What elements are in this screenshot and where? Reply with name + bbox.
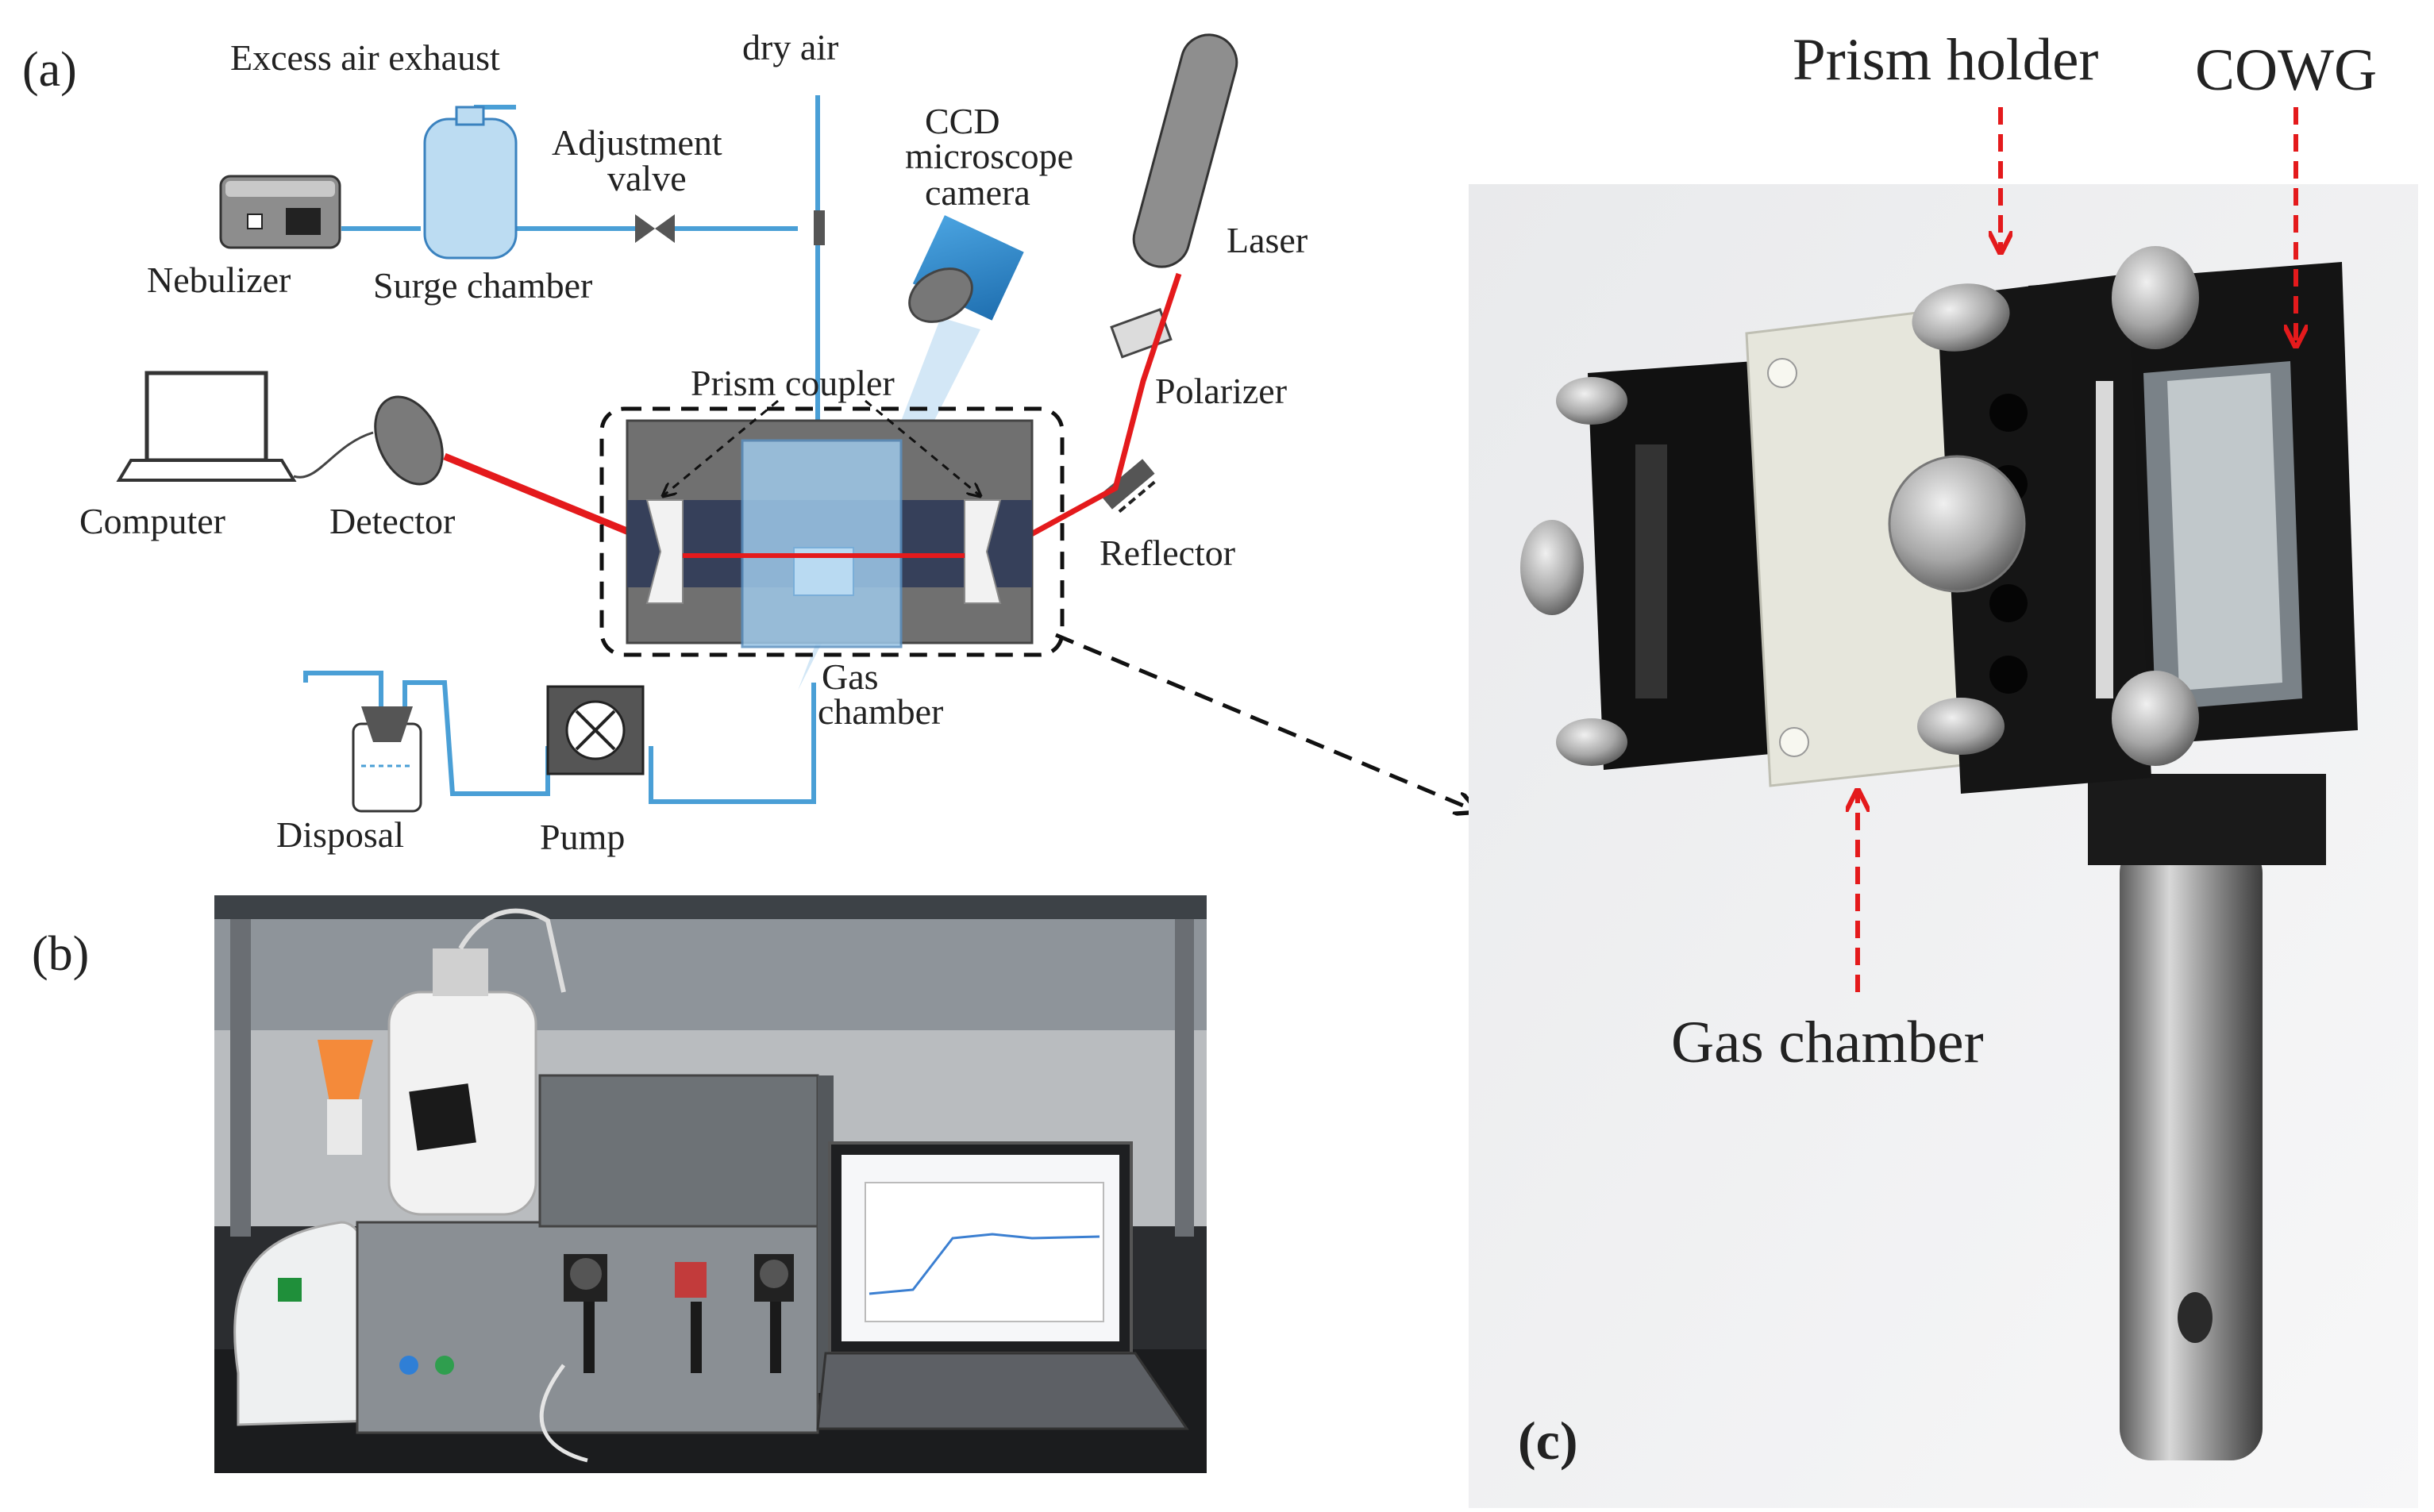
panel-b: (b) xyxy=(32,895,1207,1473)
dry-air-label: dry air xyxy=(742,27,838,67)
valve-icon xyxy=(635,214,675,243)
ccd-label-2: microscope xyxy=(905,136,1073,176)
zoom-arrow-to-panel-c xyxy=(1055,633,1477,811)
detector-icon xyxy=(374,395,444,486)
panel-a: (a) Nebulizer Surge chamber xyxy=(22,27,1477,857)
surge-chamber-label: Surge chamber xyxy=(373,265,592,306)
surge-chamber-icon xyxy=(423,106,518,260)
prism-arrow-left xyxy=(663,399,779,496)
reflector-label: Reflector xyxy=(1100,533,1235,573)
computer-label: Computer xyxy=(79,501,225,541)
housing xyxy=(626,419,1034,648)
adjustment-label-1: Adjustment xyxy=(552,122,722,163)
nebulizer-icon xyxy=(219,175,341,249)
excess-air-label: Excess air exhaust xyxy=(230,37,500,78)
gas-chamber-label: Gas chamber xyxy=(1671,1010,1984,1075)
gas-chamber-label-1: Gas xyxy=(822,656,879,697)
device-photo xyxy=(1469,184,2418,1508)
prism-coupler-label: Prism coupler xyxy=(691,363,895,403)
panel-c: Prism holder COWG Gas chamber (c) xyxy=(1469,27,2418,1508)
disposal-label: Disposal xyxy=(276,814,404,855)
polarizer-label: Polarizer xyxy=(1155,371,1287,411)
setup-photo xyxy=(214,895,1207,1473)
panel-b-tag: (b) xyxy=(32,927,89,981)
prism-holder-label: Prism holder xyxy=(1793,27,2098,93)
ccd-label-1: CCD xyxy=(925,101,1000,141)
ccd-label-3: camera xyxy=(925,172,1030,213)
reflector-icon xyxy=(1100,459,1157,514)
detector-label: Detector xyxy=(329,501,455,541)
gas-chamber-label-2: chamber xyxy=(818,691,943,732)
pump-icon xyxy=(546,685,645,775)
panel-a-tag: (a) xyxy=(22,43,77,97)
laser-label: Laser xyxy=(1227,220,1308,260)
panel-c-tag: (c) xyxy=(1518,1410,1577,1471)
disposal-icon xyxy=(352,706,422,813)
computer-cable xyxy=(293,431,374,479)
polarizer-icon xyxy=(1110,307,1173,359)
housing-dashed-outline xyxy=(599,406,1065,657)
prism-arrow-right xyxy=(865,399,980,496)
pump-label: Pump xyxy=(540,817,625,857)
laser-icon xyxy=(1132,33,1238,268)
nebulizer-label: Nebulizer xyxy=(147,260,291,300)
computer-icon xyxy=(116,371,297,482)
tee-valve xyxy=(814,210,825,245)
cowg-label: COWG xyxy=(2195,37,2377,103)
adjustment-label-2: valve xyxy=(607,158,687,198)
